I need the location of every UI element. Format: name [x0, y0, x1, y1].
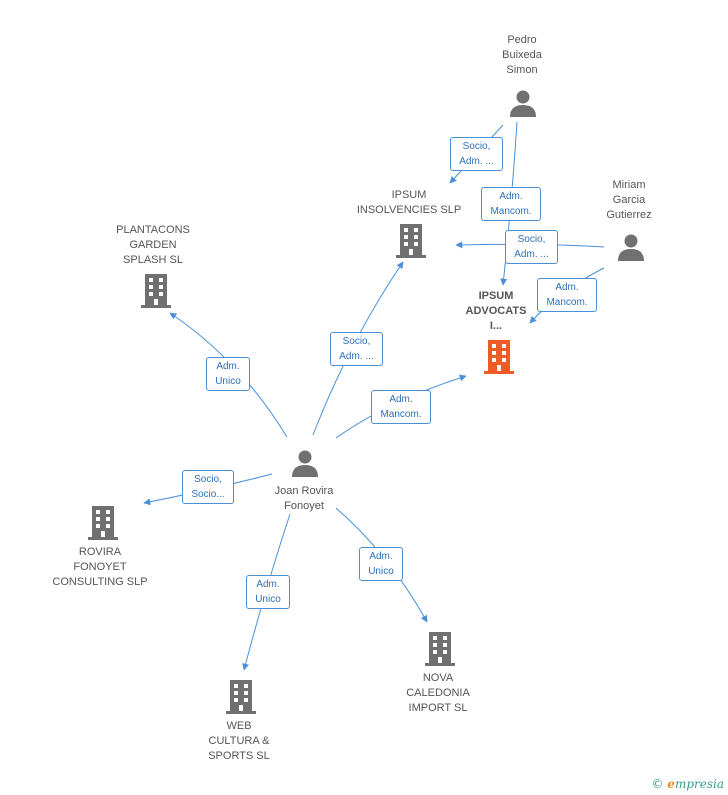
- building-icon[interactable]: [86, 504, 120, 540]
- node-label-rovira[interactable]: ROVIRA FONOYET CONSULTING SLP: [52, 546, 148, 588]
- edge-label-joan-rovira[interactable]: Socio, Socio...: [182, 470, 234, 504]
- edge-label-joan-web[interactable]: Adm. Unico: [246, 575, 290, 609]
- edge-label-joan-insolvencies[interactable]: Socio, Adm. ...: [330, 332, 383, 366]
- edge-label-pedro-advocats[interactable]: Adm. Mancom.: [481, 187, 541, 221]
- building-icon[interactable]: [423, 630, 457, 666]
- edge-label-joan-advocats[interactable]: Adm. Mancom.: [371, 390, 431, 424]
- brand-e: e: [667, 777, 675, 791]
- building-icon[interactable]: [224, 678, 258, 714]
- edge-label-pedro-insolvencies[interactable]: Socio, Adm. ...: [450, 137, 503, 171]
- building-icon[interactable]: [139, 272, 173, 308]
- node-label-ipsum-advocats[interactable]: IPSUM ADVOCATS I...: [465, 290, 527, 332]
- empresia-logo[interactable]: © empresia: [651, 777, 724, 791]
- node-label-nova[interactable]: NOVA CALEDONIA IMPORT SL: [406, 672, 470, 714]
- node-label-joan[interactable]: Joan Rovira Fonoyet: [274, 485, 334, 512]
- edge-label-joan-nova[interactable]: Adm. Unico: [359, 547, 403, 581]
- edge-label-joan-plantacons[interactable]: Adm. Unico: [206, 357, 250, 391]
- building-icon[interactable]: [394, 222, 428, 258]
- brand-rest: mpresia: [674, 777, 724, 791]
- edge-label-miriam-advocats[interactable]: Adm. Mancom.: [537, 278, 597, 312]
- edge-label-miriam-insolvencies[interactable]: Socio, Adm. ...: [505, 230, 558, 264]
- node-label-pedro[interactable]: Pedro Buixeda Simon: [502, 34, 542, 76]
- node-label-ipsum-insolvencies[interactable]: IPSUM INSOLVENCIES SLP: [356, 189, 462, 216]
- node-label-web[interactable]: WEB CULTURA & SPORTS SL: [208, 720, 270, 762]
- person-icon[interactable]: [616, 232, 646, 262]
- node-label-plantacons[interactable]: PLANTACONS GARDEN SPLASH SL: [116, 224, 190, 266]
- copyright-symbol: ©: [651, 777, 664, 791]
- building-icon[interactable]: [482, 338, 516, 374]
- person-icon[interactable]: [290, 448, 320, 478]
- person-icon[interactable]: [508, 88, 538, 118]
- node-label-miriam[interactable]: Miriam Garcia Gutierrez: [606, 179, 652, 221]
